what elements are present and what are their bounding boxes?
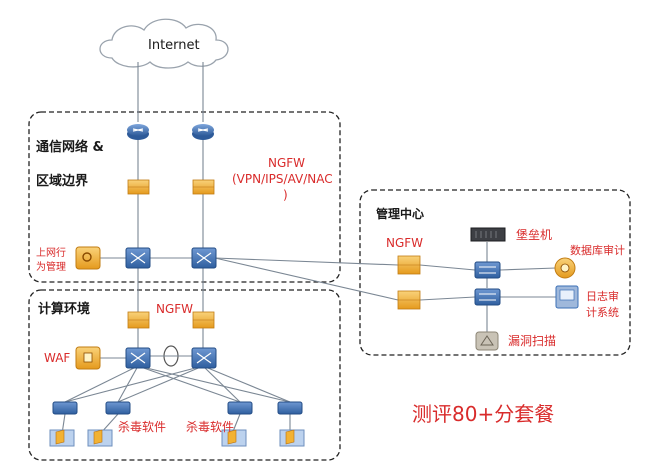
waf-label: WAF (44, 351, 71, 365)
ngfw-mgmt-label: NGFW (386, 236, 424, 250)
ngfw-functions-label: (VPN/IPS/AV/NAC (232, 172, 333, 186)
bastion-label: 堡垒机 (516, 228, 553, 242)
access-switch-icon (52, 401, 78, 415)
protected-host-icon (87, 429, 113, 447)
behavior-management-device-icon (75, 246, 101, 270)
db-audit-label: 数据库审计 (570, 244, 625, 257)
scanner-mark-icon (480, 335, 494, 346)
access-switch-icon (277, 401, 303, 415)
ngfw-functions-close: ) (283, 188, 288, 202)
compute-zone-title: 计算环境 (38, 302, 91, 317)
bastion-host-icon (470, 227, 506, 242)
boundary-zone-title-line1: 通信网络 & (36, 140, 104, 155)
boundary-zone-box (28, 111, 341, 283)
compute-zone-box (28, 289, 341, 461)
rack-port-lines (475, 231, 497, 238)
management-switch-arrows (479, 266, 496, 301)
management-switch-icon (474, 261, 501, 279)
connection-lines (61, 62, 557, 435)
antivirus-label-1: 杀毒软件 (118, 420, 167, 434)
internet-cloud-icon (99, 18, 229, 69)
vuln-scan-label: 漏洞扫描 (508, 334, 557, 348)
internet-label: Internet (148, 38, 200, 53)
firewall-brick-lines (128, 186, 420, 321)
ngfw-boundary-label: NGFW (268, 156, 306, 170)
access-switch-icon (105, 401, 131, 415)
ngfw-compute-label: NGFW (156, 302, 194, 316)
management-zone-box (359, 189, 631, 356)
antivirus-label-2: 杀毒软件 (186, 420, 235, 434)
magnifier-icon (82, 252, 92, 262)
management-zone-title: 管理中心 (376, 207, 425, 221)
package-title: 测评80+分套餐 (412, 402, 555, 426)
router-icon (127, 124, 149, 140)
waf-shield-icon (83, 352, 93, 363)
log-audit-label-line1: 日志审 (586, 290, 619, 303)
protected-host-icon (221, 429, 247, 447)
protected-host-icon (49, 429, 75, 447)
access-switch-icon (227, 401, 253, 415)
core-switch-arrows (130, 252, 212, 364)
boundary-zone-title-line2: 区域边界 (36, 174, 89, 189)
db-audit-center-icon (560, 263, 570, 273)
log-audit-label-line2: 计系统 (586, 306, 619, 319)
protected-host-icon (279, 429, 305, 447)
vuln-scanner-icon (475, 331, 499, 351)
behavior-mgmt-label-line1: 上网行 (36, 248, 66, 259)
behavior-mgmt-label-line2: 为管理 (36, 262, 66, 273)
log-audit-screen-icon (559, 289, 575, 301)
management-switch-icon (474, 288, 501, 306)
router-icon (192, 124, 214, 140)
